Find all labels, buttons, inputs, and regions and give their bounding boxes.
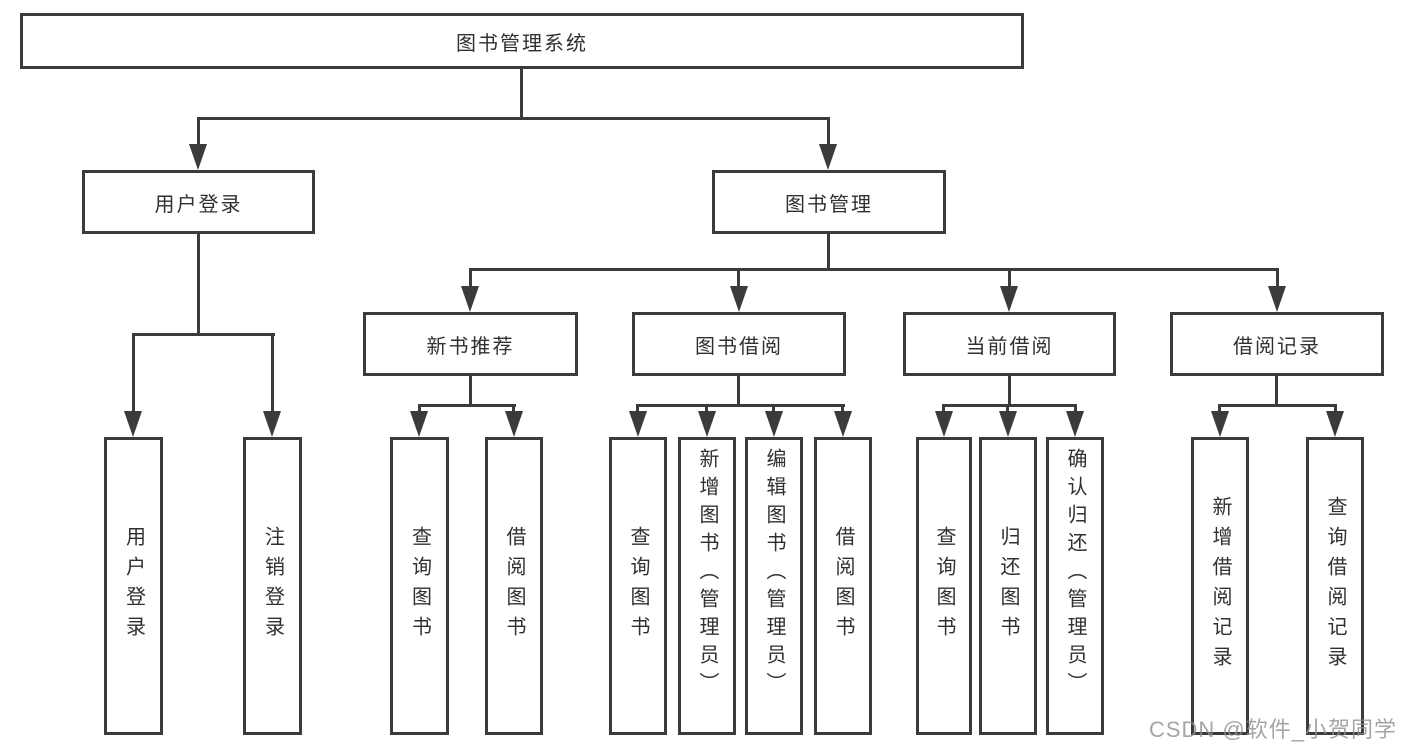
connector-line (942, 404, 1077, 407)
leaf-return-book-label: 归还图书 (997, 526, 1019, 646)
leaf-search-book-borrow-label: 查询图书 (627, 526, 649, 646)
connector-line (1276, 268, 1279, 288)
leaf-logout: 注销登录 (243, 437, 302, 735)
arrow-down-icon (834, 411, 852, 437)
connector-line (841, 404, 844, 413)
connector-line (469, 268, 472, 288)
leaf-search-book-recommend: 查询图书 (390, 437, 449, 735)
connector-line (520, 68, 523, 119)
leaf-add-book-admin-label: 新增图书（管理员） (696, 448, 718, 700)
leaf-user-login: 用户登录 (104, 437, 163, 735)
connector-line (197, 232, 200, 335)
csdn-watermark: CSDN @软件_小贺同学 (1148, 717, 1397, 742)
connector-line (1218, 404, 1221, 413)
node-book-management-label: 图书管理 (785, 193, 873, 216)
leaf-borrow-book-recommend: 借阅图书 (485, 437, 543, 735)
connector-line (827, 117, 830, 147)
node-book-borrow-label: 图书借阅 (695, 335, 783, 358)
leaf-add-book-admin: 新增图书（管理员） (678, 437, 736, 735)
connector-line (1006, 404, 1009, 413)
arrow-down-icon (730, 286, 748, 312)
connector-line (512, 404, 515, 413)
connector-line (132, 333, 135, 413)
leaf-search-borrow-record-label: 查询借阅记录 (1324, 496, 1346, 676)
connector-line (636, 404, 639, 413)
leaf-search-book-recommend-label: 查询图书 (408, 526, 431, 646)
connector-line (469, 375, 472, 406)
leaf-search-book-current: 查询图书 (916, 437, 972, 735)
arrow-down-icon (461, 286, 479, 312)
leaf-edit-book-admin: 编辑图书（管理员） (745, 437, 803, 735)
leaf-borrow-book: 借阅图书 (814, 437, 872, 735)
leaf-borrow-book-label: 借阅图书 (832, 526, 854, 646)
arrow-down-icon (263, 411, 281, 437)
node-root: 图书管理系统 (20, 13, 1024, 69)
connector-line (197, 117, 200, 147)
connector-line (1334, 404, 1337, 413)
leaf-search-book-current-label: 查询图书 (933, 526, 955, 646)
leaf-confirm-return-admin: 确认归还（管理员） (1046, 437, 1104, 735)
connector-line (1275, 375, 1278, 406)
node-user-login-label: 用户登录 (154, 193, 243, 216)
node-user-login: 用户登录 (82, 170, 315, 234)
arrow-down-icon (1066, 411, 1084, 437)
node-borrow-records: 借阅记录 (1170, 312, 1384, 376)
node-book-management: 图书管理 (712, 170, 946, 234)
arrow-down-icon (698, 411, 716, 437)
arrow-down-icon (1000, 286, 1018, 312)
arrow-down-icon (410, 411, 428, 437)
node-new-book-recommend-label: 新书推荐 (426, 335, 515, 358)
node-book-borrow: 图书借阅 (632, 312, 846, 376)
node-borrow-records-label: 借阅记录 (1233, 335, 1321, 358)
connector-line (469, 268, 1279, 271)
connector-line (942, 404, 945, 413)
connector-line (418, 404, 516, 407)
arrow-down-icon (505, 411, 523, 437)
connector-line (1008, 375, 1011, 406)
leaf-add-borrow-record: 新增借阅记录 (1191, 437, 1249, 735)
leaf-user-login-label: 用户登录 (122, 526, 145, 646)
connector-line (271, 333, 274, 413)
leaf-search-borrow-record: 查询借阅记录 (1306, 437, 1364, 735)
connector-line (737, 268, 740, 288)
arrow-down-icon (765, 411, 783, 437)
leaf-search-book-borrow: 查询图书 (609, 437, 667, 735)
arrow-down-icon (819, 144, 837, 170)
arrow-down-icon (935, 411, 953, 437)
leaf-add-borrow-record-label: 新增借阅记录 (1209, 496, 1231, 676)
arrow-down-icon (1326, 411, 1344, 437)
connector-line (1218, 404, 1337, 407)
connector-line (772, 404, 775, 413)
connector-line (418, 404, 421, 413)
node-current-borrow: 当前借阅 (903, 312, 1116, 376)
connector-line (1008, 268, 1011, 288)
connector-line (1074, 404, 1077, 413)
node-current-borrow-label: 当前借阅 (965, 335, 1054, 358)
connector-line (197, 117, 830, 120)
node-new-book-recommend: 新书推荐 (363, 312, 578, 376)
arrow-down-icon (1211, 411, 1229, 437)
arrow-down-icon (999, 411, 1017, 437)
arrow-down-icon (629, 411, 647, 437)
connector-line (132, 333, 275, 336)
connector-line (827, 232, 830, 270)
node-root-label: 图书管理系统 (456, 32, 588, 55)
arrow-down-icon (1268, 286, 1286, 312)
leaf-confirm-return-admin-label: 确认归还（管理员） (1064, 448, 1086, 700)
connector-line (737, 375, 740, 406)
leaf-logout-label: 注销登录 (261, 526, 284, 646)
leaf-edit-book-admin-label: 编辑图书（管理员） (763, 448, 785, 700)
leaf-borrow-book-recommend-label: 借阅图书 (503, 526, 525, 646)
connector-line (705, 404, 708, 413)
arrow-down-icon (189, 144, 207, 170)
connector-line (636, 404, 845, 407)
leaf-return-book: 归还图书 (979, 437, 1037, 735)
arrow-down-icon (124, 411, 142, 437)
